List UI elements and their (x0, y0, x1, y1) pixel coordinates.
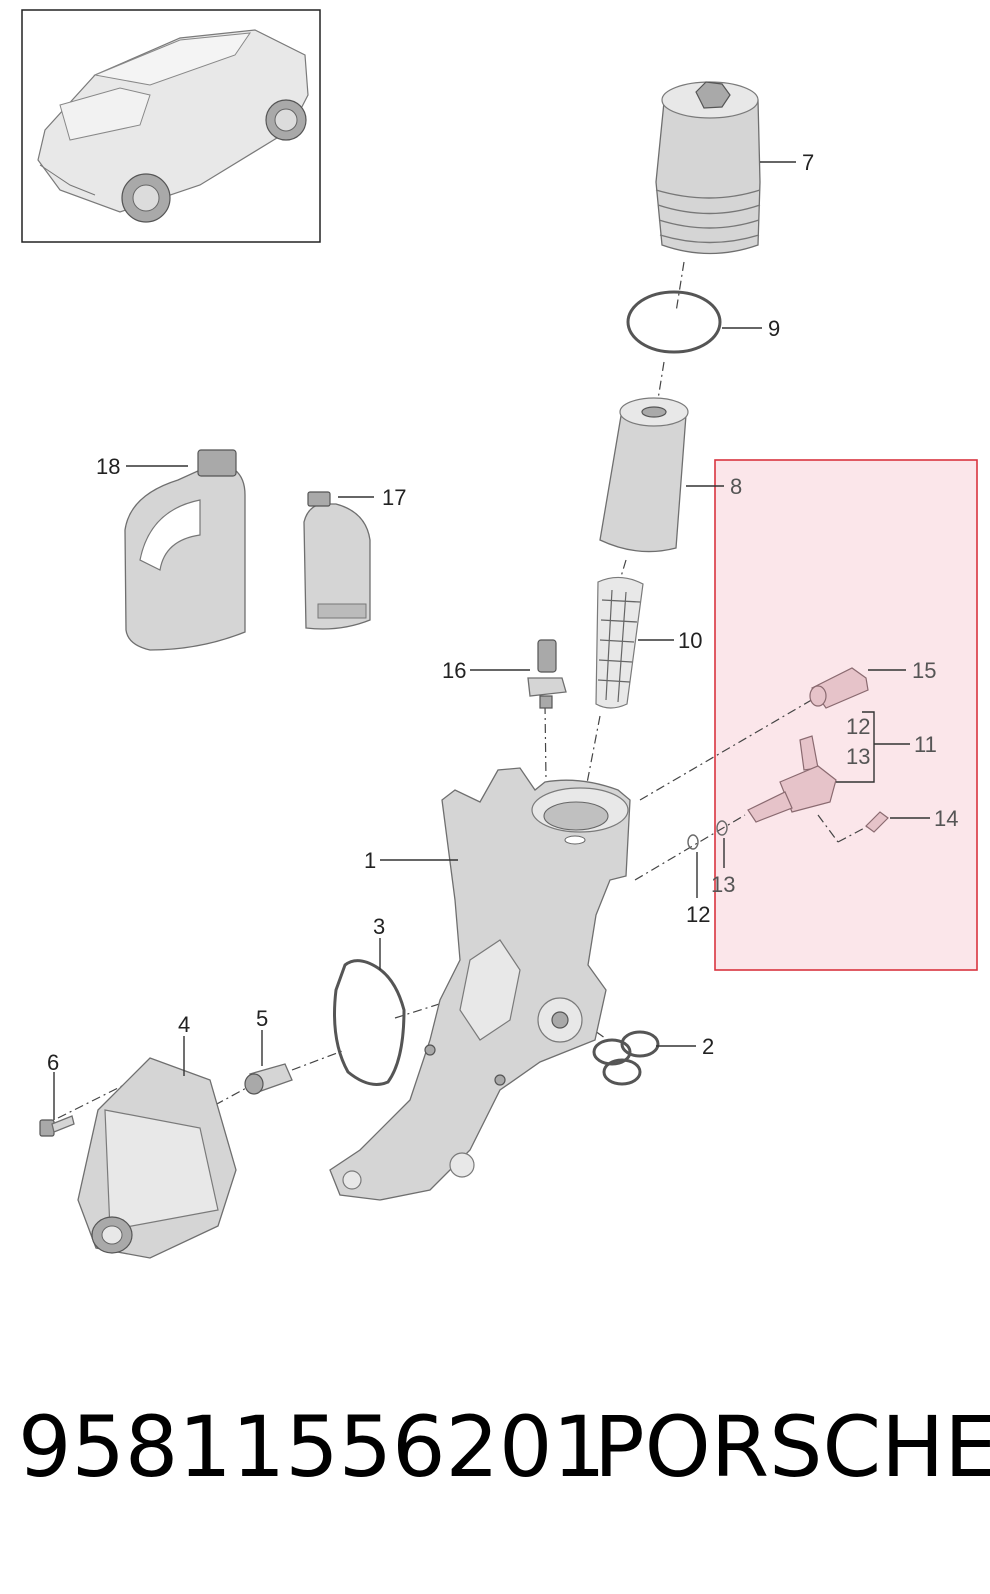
highlight-region (714, 459, 978, 971)
part-11-valve (747, 735, 837, 823)
callout-17: 17 (382, 485, 406, 510)
callout-14: 14 (934, 806, 958, 831)
part-16-pressure-sensor (527, 639, 567, 709)
part-17-oil-bottle-small (303, 491, 371, 630)
exploded-parts-diagram: 7 9 8 10 15 12 13 11 14 13 12 16 18 17 1… (21, 9, 978, 1259)
callout-3: 3 (373, 914, 385, 939)
callout-13: 13 (711, 872, 735, 897)
callout-16: 16 (442, 658, 466, 683)
brand-label: PORSCHE (594, 1398, 990, 1496)
callout-12-bracket: 12 (846, 714, 870, 739)
callout-9: 9 (768, 316, 780, 341)
callout-12: 12 (686, 902, 710, 927)
leader-lines (53, 161, 930, 1120)
part-7-filter-housing-cap (655, 81, 761, 255)
callout-6: 6 (47, 1050, 59, 1075)
part-10-filter-core (595, 576, 644, 709)
callout-7: 7 (802, 150, 814, 175)
part-9-o-ring (626, 290, 722, 354)
part-12-seal-ring (687, 834, 699, 850)
callout-10: 10 (678, 628, 702, 653)
callout-2: 2 (702, 1034, 714, 1059)
callout-5: 5 (256, 1006, 268, 1031)
callout-1: 1 (364, 848, 376, 873)
callout-11: 11 (914, 732, 937, 757)
part-2-gasket (592, 1030, 660, 1086)
part-14-bolt (865, 811, 889, 833)
part-13-seal-ring (716, 820, 728, 836)
callout-13-bracket: 13 (846, 744, 870, 769)
part-3-gasket (333, 959, 406, 1086)
vehicle-thumbnail (21, 9, 321, 243)
callout-8: 8 (730, 474, 742, 499)
part-8-filter-element (599, 397, 689, 553)
callout-18: 18 (96, 454, 120, 479)
part-number-label: 95811556201 (18, 1398, 606, 1496)
part-18-oil-canister-large (124, 449, 246, 651)
part-15-sensor (809, 667, 869, 709)
part-4-oil-cooler (77, 1057, 237, 1259)
part-5-connector (244, 1063, 293, 1095)
callout-4: 4 (178, 1012, 190, 1037)
callout-15: 15 (912, 658, 936, 683)
part-1-oil-filter-housing (329, 767, 631, 1201)
callout-labels: 7 9 8 10 15 12 13 11 14 13 12 16 18 17 1… (47, 150, 958, 1075)
part-6-bolt (39, 1115, 75, 1137)
